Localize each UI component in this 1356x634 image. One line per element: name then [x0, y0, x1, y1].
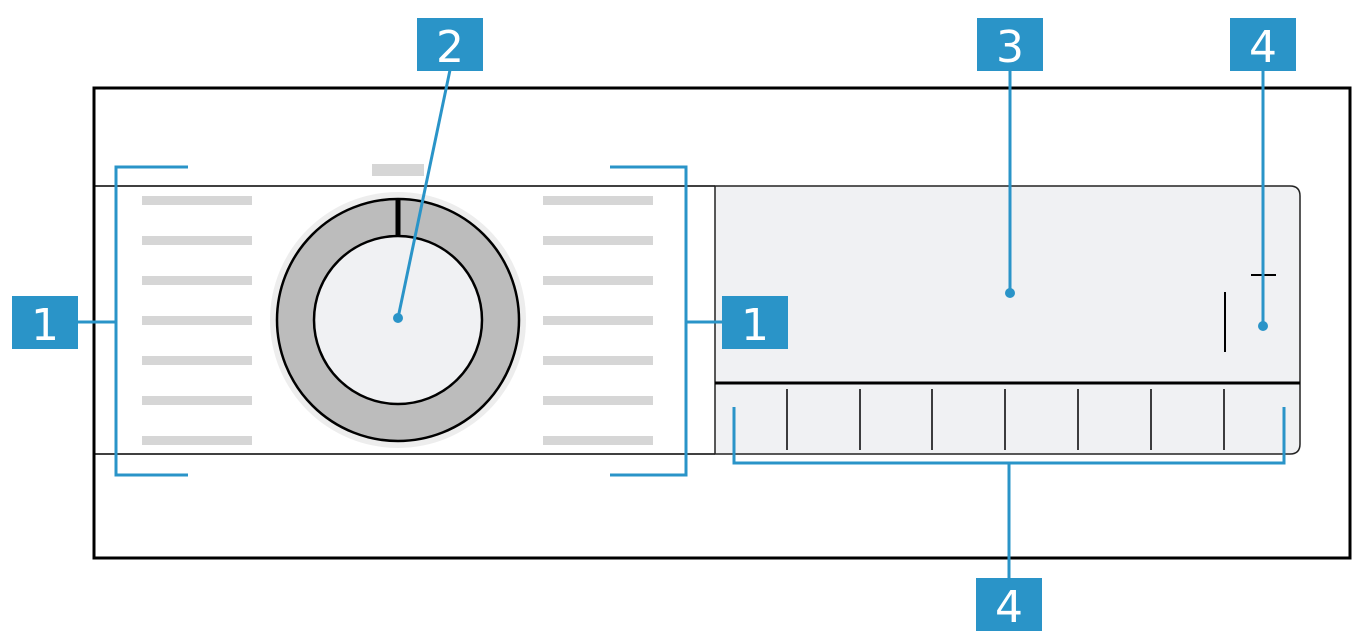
svg-text:2: 2	[436, 22, 464, 73]
leader-dot-4	[1258, 321, 1268, 331]
callout-3: 3	[977, 18, 1043, 73]
svg-text:3: 3	[996, 22, 1024, 73]
callout-bracket-right	[610, 165, 722, 477]
touch-button-row	[786, 389, 1225, 450]
leader-dot-3	[1005, 288, 1015, 298]
callout-4-top: 4	[1230, 18, 1296, 73]
callout-bracket-bottom	[732, 407, 1286, 578]
svg-text:1: 1	[31, 300, 59, 351]
programme-placeholder	[543, 196, 653, 205]
callout-4-bottom: 4	[976, 578, 1042, 633]
programme-placeholder	[543, 356, 653, 365]
display-area	[714, 185, 1301, 455]
leader-dot-2	[393, 313, 403, 323]
programme-placeholder	[543, 316, 653, 325]
programme-placeholder	[142, 396, 252, 405]
programme-placeholder	[543, 276, 653, 285]
callout-bracket-left	[78, 165, 188, 477]
programme-placeholder	[142, 436, 252, 445]
programme-placeholder	[142, 236, 252, 245]
svg-text:4: 4	[995, 582, 1023, 633]
leader-line-2	[396, 69, 452, 319]
callout-1-right: 1	[722, 296, 788, 351]
programme-placeholder	[142, 276, 252, 285]
programme-placeholder	[142, 196, 252, 205]
programme-list-left	[142, 196, 252, 445]
callout-1-left: 1	[12, 296, 78, 351]
programme-placeholder	[543, 396, 653, 405]
programme-placeholder	[543, 436, 653, 445]
callout-2: 2	[417, 18, 483, 73]
svg-text:1: 1	[741, 300, 769, 351]
programme-placeholder	[142, 356, 252, 365]
programme-placeholder	[142, 316, 252, 325]
dial-top-label-placeholder	[372, 164, 424, 176]
programme-list-right	[543, 196, 653, 445]
svg-text:4: 4	[1249, 22, 1277, 73]
programme-placeholder	[543, 236, 653, 245]
